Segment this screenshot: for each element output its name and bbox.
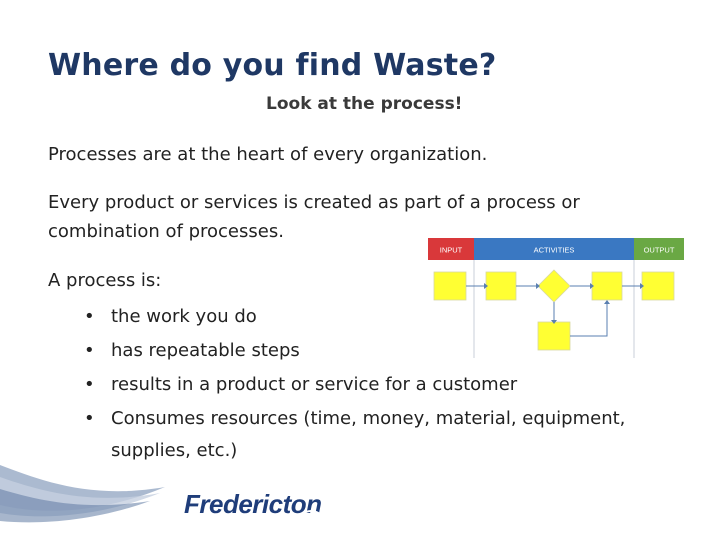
decision-diamond bbox=[537, 269, 571, 303]
input-box bbox=[433, 271, 467, 301]
activity-box bbox=[485, 271, 517, 301]
flow-connectors bbox=[466, 285, 640, 337]
bullet-item: • the work you do bbox=[48, 300, 688, 334]
output-header-bar bbox=[634, 238, 684, 260]
bullet-item: • has repeatable steps bbox=[48, 334, 688, 368]
process-intro: A process is: bbox=[48, 270, 162, 291]
activities-header-label: ACTIVITIES bbox=[534, 246, 575, 255]
bullet-item: • results in a product or service for a … bbox=[48, 368, 688, 402]
process-bullet-list: • the work you do • has repeatable steps… bbox=[48, 300, 688, 466]
flow-arrowheads bbox=[484, 283, 644, 324]
bullet-dot: • bbox=[84, 340, 95, 361]
activity-box-lower bbox=[537, 321, 571, 351]
activities-header-bar bbox=[474, 238, 634, 260]
slide-subtitle: Look at the process! bbox=[266, 94, 463, 114]
fredericton-logo: Fredericton bbox=[184, 489, 332, 519]
fredericton-logo-text: Fredericton bbox=[184, 489, 322, 519]
swoosh-decoration bbox=[0, 465, 165, 523]
bullet-text: has repeatable steps bbox=[111, 340, 300, 361]
bullet-dot: • bbox=[84, 374, 95, 395]
output-header-label: OUTPUT bbox=[644, 246, 675, 255]
bullet-text-continuation: supplies, etc.) bbox=[111, 440, 238, 461]
bullet-text: results in a product or service for a cu… bbox=[111, 374, 518, 395]
bullet-dot: • bbox=[84, 408, 95, 429]
process-flow-diagram: INPUT ACTIVITIES OUTPUT bbox=[428, 238, 684, 358]
bullet-dot: • bbox=[84, 306, 95, 327]
paragraph-every-product: Every product or services is created as … bbox=[48, 192, 580, 242]
bullet-item: • Consumes resources (time, money, mater… bbox=[48, 402, 688, 466]
output-box bbox=[641, 271, 675, 301]
paragraph-processes: Processes are at the heart of every orga… bbox=[48, 144, 488, 165]
input-header-label: INPUT bbox=[440, 246, 463, 255]
slide-title: Where do you find Waste? bbox=[48, 48, 497, 83]
logo-wave-icon bbox=[301, 510, 332, 517]
activity-box bbox=[591, 271, 623, 301]
bullet-text: the work you do bbox=[111, 306, 257, 327]
input-header-bar bbox=[428, 238, 474, 260]
bullet-text: Consumes resources (time, money, materia… bbox=[111, 408, 626, 429]
